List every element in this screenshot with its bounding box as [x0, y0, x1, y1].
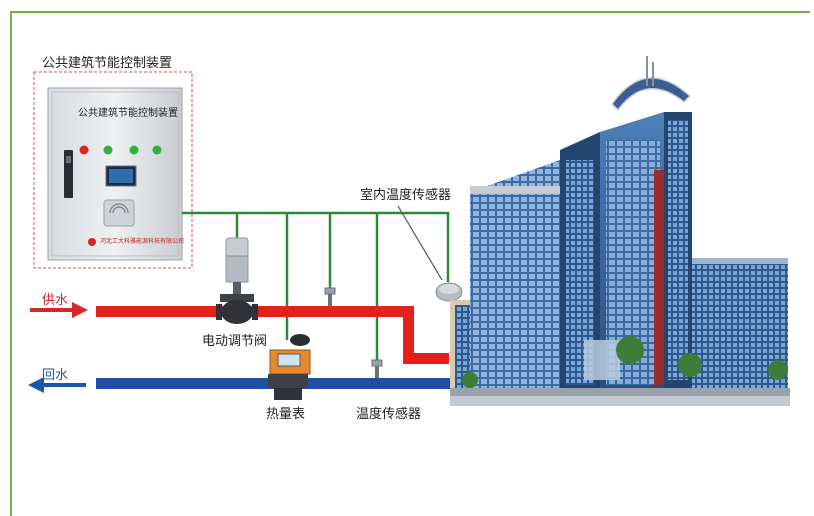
indicator-light-green-2	[129, 145, 139, 155]
frame-left-border	[10, 11, 12, 516]
heat-meter-icon	[268, 334, 311, 400]
device-company-name: 河北工大科雅能源科技有限公司	[100, 238, 185, 245]
indoor-sensor-pointer	[397, 205, 443, 281]
indicator-light-red	[79, 145, 89, 155]
control-cabinet	[47, 87, 183, 261]
indoor-sensor-label: 室内温度传感器	[360, 188, 452, 203]
device-dashed-frame	[33, 71, 193, 269]
frame-top-border	[10, 11, 810, 13]
temp-probe-return-icon	[371, 359, 383, 378]
indicator-light-green-3	[152, 145, 162, 155]
signal-lines	[182, 211, 450, 362]
office-building-image	[450, 56, 790, 406]
electric-valve-icon	[216, 237, 258, 324]
indicator-light-green-1	[103, 145, 113, 155]
supply-water-label: 供水	[42, 293, 69, 308]
device-box-title: 公共建筑节能控制装置	[42, 56, 173, 71]
company-logo-icon	[88, 238, 96, 246]
card-reader-icon	[103, 199, 135, 227]
temp-probe-supply-icon	[324, 287, 336, 306]
device-panel-title: 公共建筑节能控制装置	[78, 108, 178, 119]
heat-meter-label: 热量表	[266, 407, 306, 422]
electric-valve-label: 电动调节阀	[202, 334, 268, 349]
return-water-label: 回水	[42, 368, 69, 383]
supply-arrow-icon	[30, 302, 88, 318]
indoor-temp-sensor-icon	[435, 282, 463, 302]
return-arrow-icon	[28, 377, 86, 393]
temp-sensor-label: 温度传感器	[356, 407, 422, 422]
